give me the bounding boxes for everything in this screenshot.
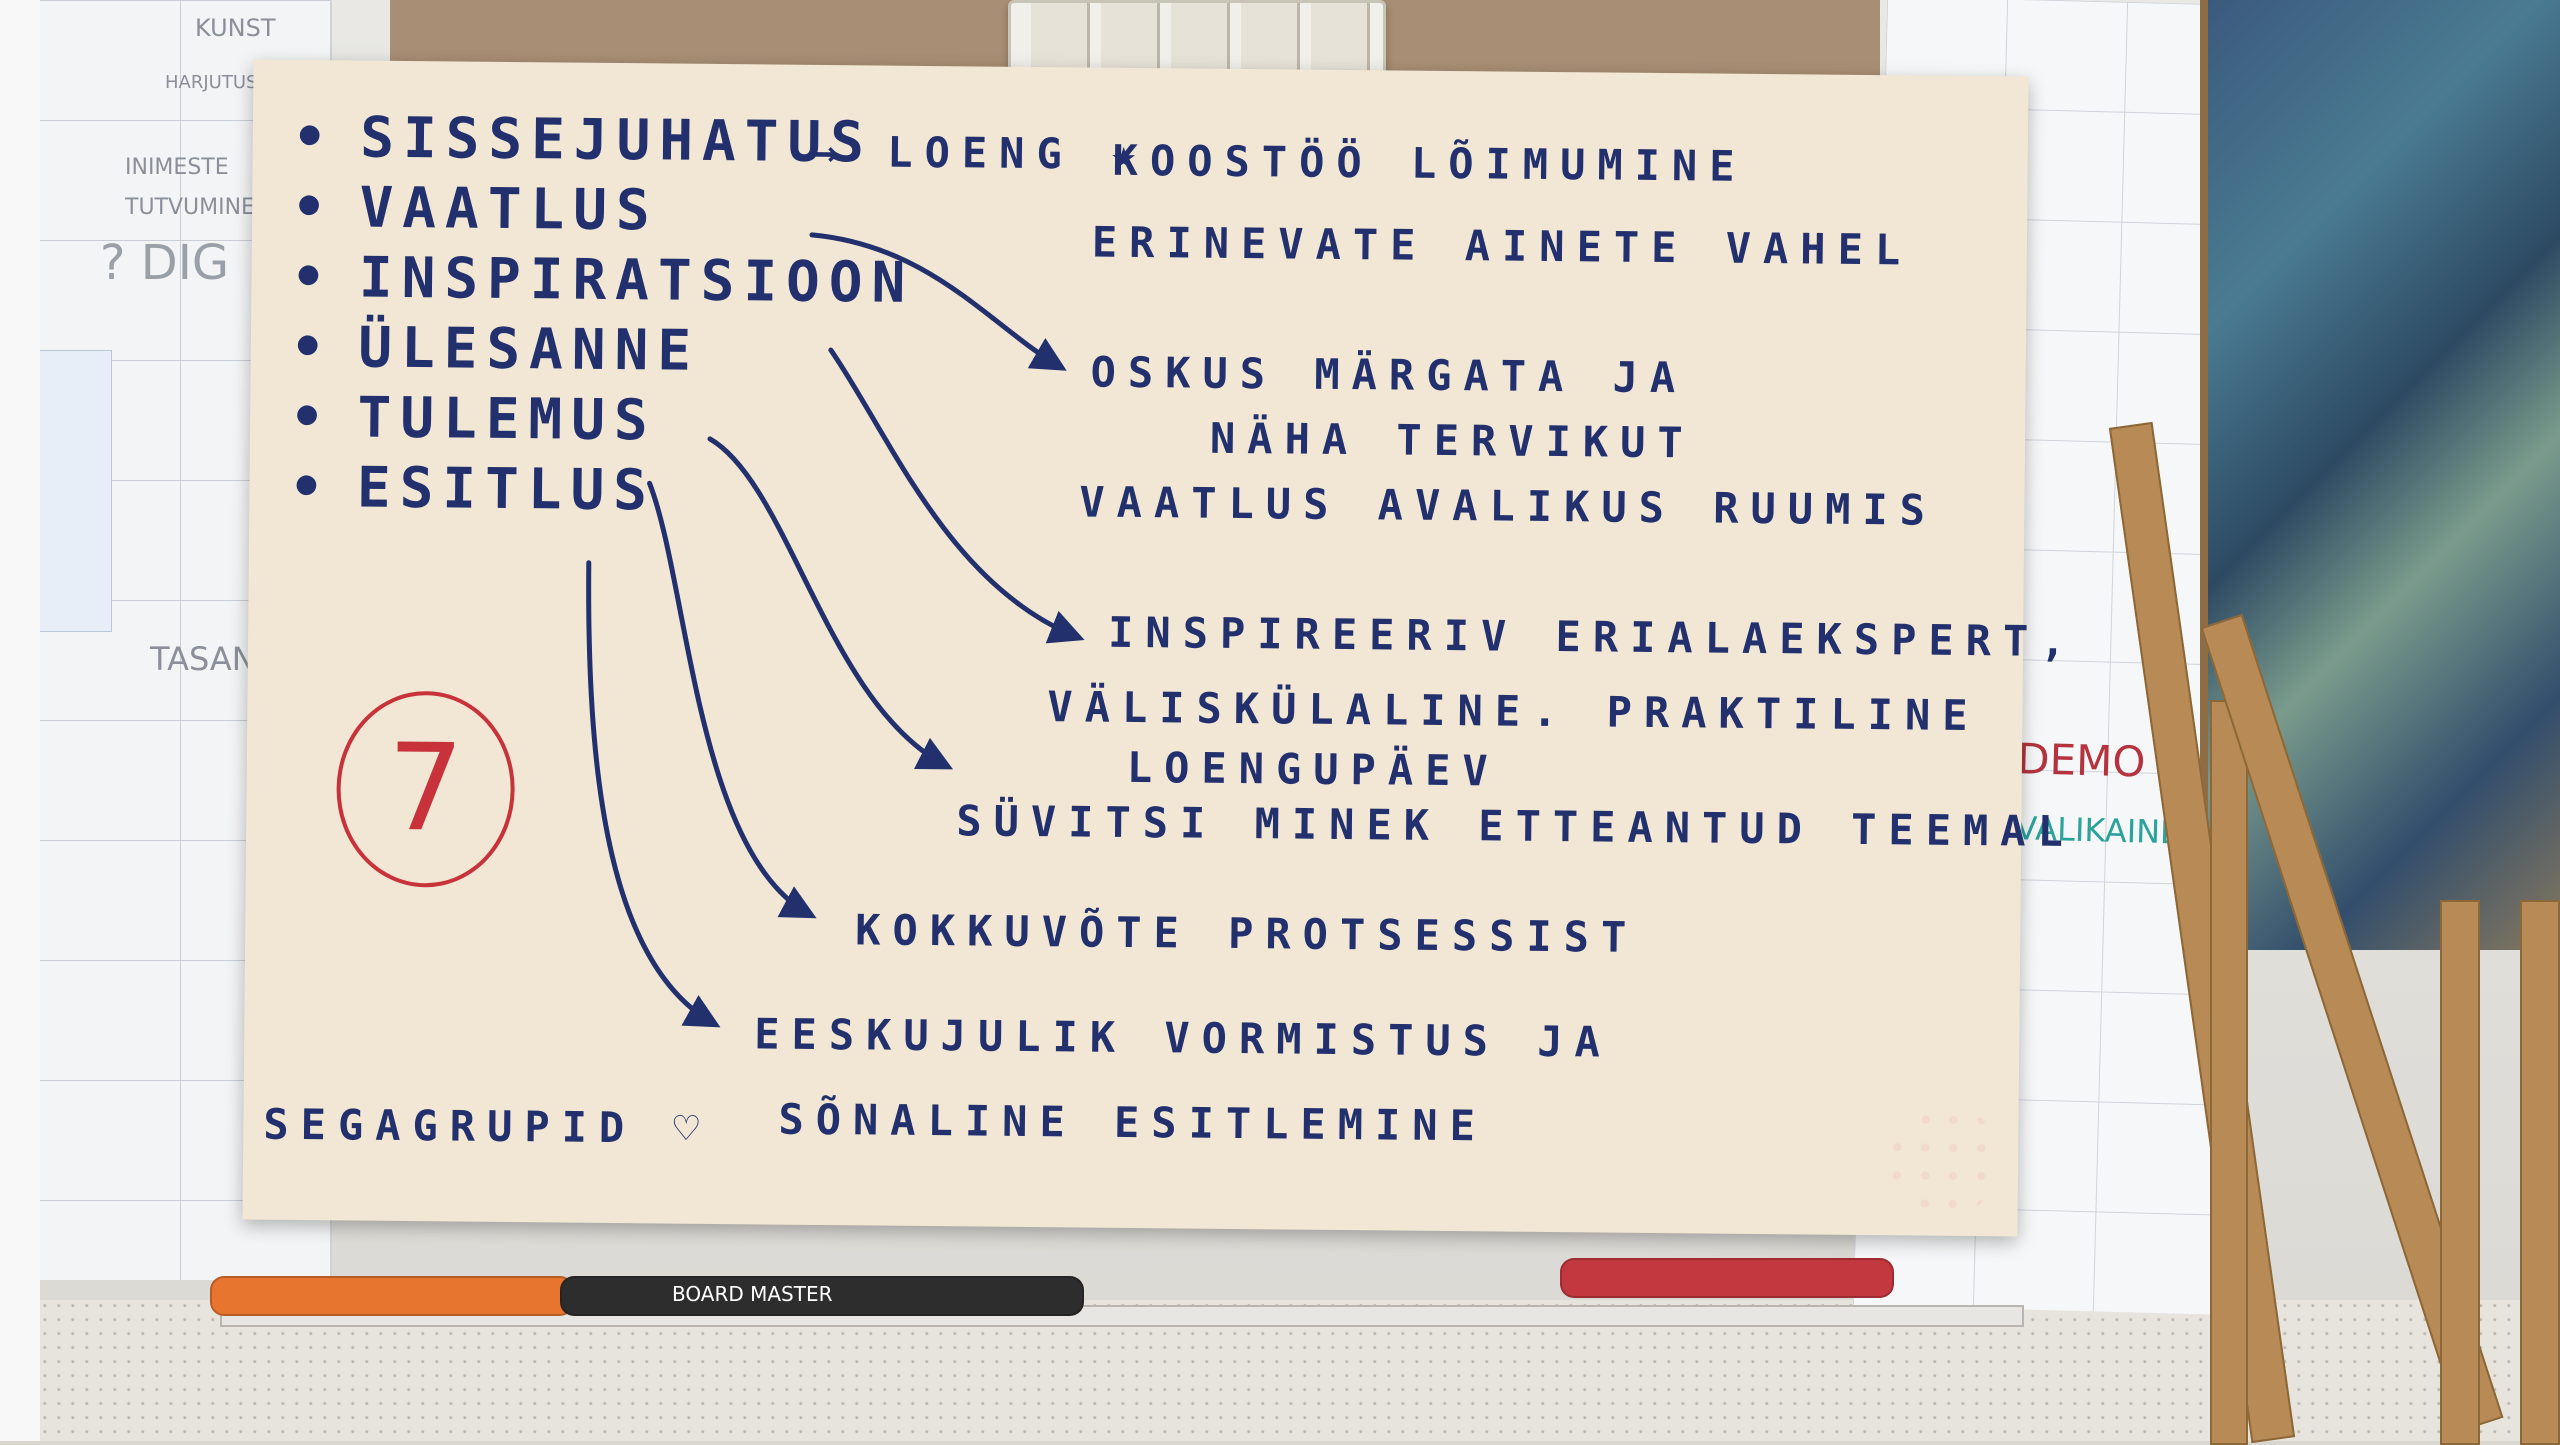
note-koostoo-1: KOOSTÖÖ LÕIMUMINE bbox=[1112, 135, 1747, 191]
topic-inspiratsioon: INSPIRATSIOON bbox=[291, 245, 915, 316]
left-note-harjutus: HARJUTUS bbox=[165, 72, 258, 93]
topic-sissejuhatus: SISSEJUHATUS bbox=[293, 105, 873, 176]
note-inspireeriv-2: VÄLISKÜLALINE. PRAKTILINE bbox=[1047, 682, 1980, 741]
left-note-inimeste: INIMESTE bbox=[125, 155, 229, 180]
note-loeng: → LOENG ★ bbox=[812, 126, 1149, 180]
note-inspireeriv-1: INSPIREERIV ERIALAEKSPERT, bbox=[1107, 607, 2078, 667]
easel-leg bbox=[2440, 900, 2480, 1445]
topic-esitlus: ESITLUS bbox=[289, 455, 657, 524]
black-marker: BOARD MASTER bbox=[560, 1276, 1084, 1316]
left-note-tasan: TASAN bbox=[150, 640, 256, 678]
left-note-dig: ? DIG bbox=[100, 235, 230, 291]
marker-label: BOARD MASTER bbox=[672, 1282, 833, 1306]
red-marker bbox=[1560, 1258, 1894, 1298]
note-oskus-2: NÄHA TERVIKUT bbox=[1209, 413, 1695, 468]
note-kokkuvote: KOKKUVÕTE PROTSESSIST bbox=[855, 905, 1639, 962]
note-eeskujulik-1: EESKUJULIK VORMISTUS JA bbox=[754, 1009, 1613, 1067]
easel-leg bbox=[2210, 700, 2248, 1445]
note-segagrupid: SEGAGRUPID ♡ bbox=[263, 1099, 712, 1153]
topic-ulesanne: ÜLESANNE bbox=[291, 315, 700, 384]
right-note-demo: DEMO bbox=[2016, 734, 2147, 787]
note-oskus-1: OSKUS MÄRGATA JA bbox=[1090, 347, 1688, 403]
left-note-kunst: KUNST bbox=[195, 14, 276, 42]
topic-tulemus: TULEMUS bbox=[290, 385, 657, 454]
note-eeskujulik-2: SÕNALINE ESITLEMINE bbox=[778, 1094, 1488, 1151]
painted-canvas-on-easel bbox=[2200, 0, 2560, 950]
whiteboard-edge bbox=[0, 0, 40, 1441]
arrows-layer bbox=[586, 232, 1085, 1028]
arrow-ulesanne bbox=[707, 436, 954, 770]
arrow-esitlus bbox=[586, 560, 721, 1028]
decorative-circles bbox=[1882, 1105, 2004, 1217]
note-koostoo-2: ERINEVATE AINETE VAHEL bbox=[1091, 217, 1913, 275]
arrow-inspiratsioon bbox=[828, 347, 1085, 644]
arrow-tulemus bbox=[647, 480, 817, 919]
poster: SISSEJUHATUS VAATLUS INSPIRATSIOON ÜLESA… bbox=[242, 59, 2078, 1237]
topic-vaatlus: VAATLUS bbox=[292, 175, 659, 244]
left-note-tutvumine: TUTVUMINE bbox=[125, 195, 255, 220]
note-inspireeriv-3: LOENGUPÄEV bbox=[1126, 742, 1500, 796]
orange-marker bbox=[210, 1276, 574, 1316]
note-oskus-3: VAATLUS AVALIKUS RUUMIS bbox=[1079, 477, 1938, 535]
easel-leg bbox=[2520, 900, 2560, 1445]
arrow-vaatlus bbox=[809, 232, 1067, 371]
